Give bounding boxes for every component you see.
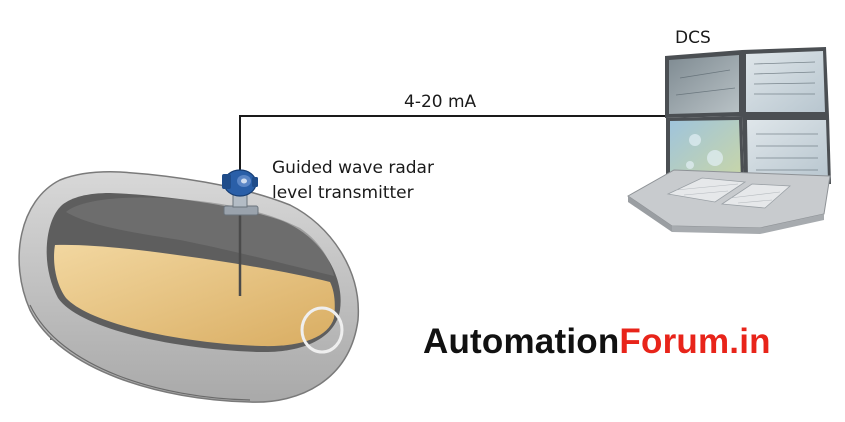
tank-end-cap: [300, 306, 344, 354]
liquid-level: [54, 244, 335, 347]
screen-top-right: [746, 51, 825, 112]
dcs-label: DCS: [675, 28, 711, 48]
brand-part1: Automation: [423, 322, 620, 361]
signal-wire: [239, 115, 673, 176]
keyboard-right: [720, 183, 792, 209]
signal-label: 4-20 mA: [404, 92, 477, 112]
screen-top-left: [669, 55, 739, 114]
brand-part2: Forum.in: [619, 322, 771, 361]
dcs-workstation: [627, 47, 831, 234]
transmitter-label-line2: level transmitter: [272, 183, 414, 203]
brand-watermark: AutomationForum.in: [423, 322, 771, 362]
screen-bottom-right: [747, 120, 828, 180]
transmitter-label-line1: Guided wave radar: [272, 158, 434, 178]
radar-transmitter: [222, 169, 259, 216]
storage-tank: [18, 171, 360, 403]
keyboard-left: [666, 177, 747, 203]
vapour-space: [66, 197, 334, 276]
